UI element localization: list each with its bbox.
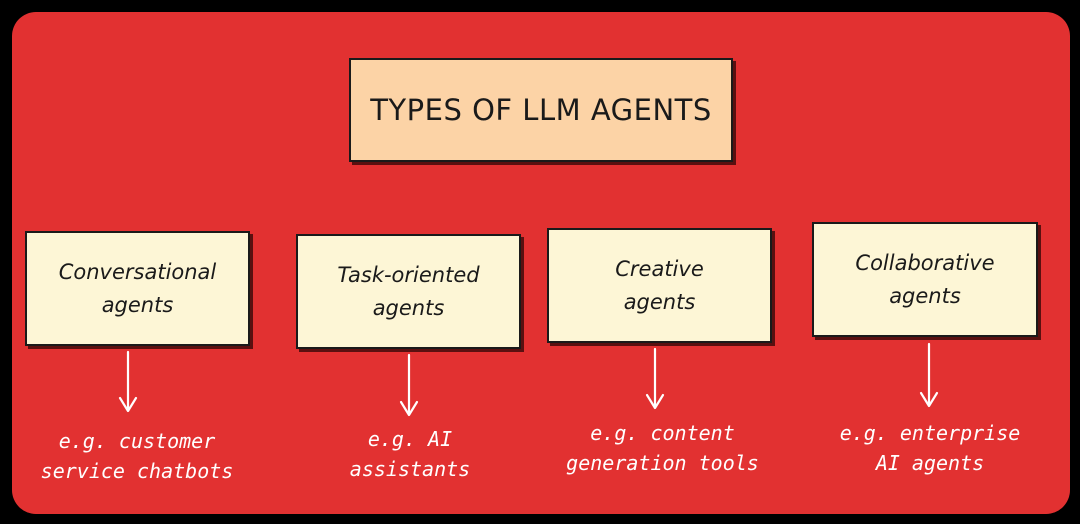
diagram-title: TYPES OF LLM AGENTS (370, 93, 712, 127)
type-label-line: Collaborative (855, 250, 995, 275)
example-line: assistants (349, 457, 471, 481)
example-conversational: e.g. customer service chatbots (22, 426, 252, 486)
title-box: TYPES OF LLM AGENTS (349, 58, 733, 162)
type-label-line: Creative (615, 256, 704, 281)
type-box-task-oriented: Task-oriented agents (296, 234, 521, 349)
example-line: e.g. AI (367, 427, 453, 451)
type-box-collaborative: Collaborative agents (812, 222, 1038, 337)
example-line: AI agents (875, 451, 985, 475)
type-box-creative: Creative agents (547, 228, 772, 343)
type-label-line: Conversational (58, 259, 217, 284)
type-box-conversational: Conversational agents (25, 231, 250, 346)
type-label-line: Task-oriented (337, 262, 480, 287)
example-line: e.g. enterprise (839, 421, 1021, 445)
type-label-line: agents (889, 283, 961, 308)
type-label-line: agents (623, 289, 696, 314)
example-line: e.g. customer (58, 429, 216, 453)
example-task-oriented: e.g. AI assistants (300, 424, 520, 484)
example-collaborative: e.g. enterprise AI agents (815, 418, 1045, 478)
example-line: generation tools (566, 451, 759, 475)
type-label-line: agents (372, 295, 445, 320)
example-line: service chatbots (40, 459, 234, 483)
type-label-line: agents (101, 292, 174, 317)
example-creative: e.g. content generation tools (545, 418, 780, 478)
example-line: e.g. content (590, 421, 735, 445)
